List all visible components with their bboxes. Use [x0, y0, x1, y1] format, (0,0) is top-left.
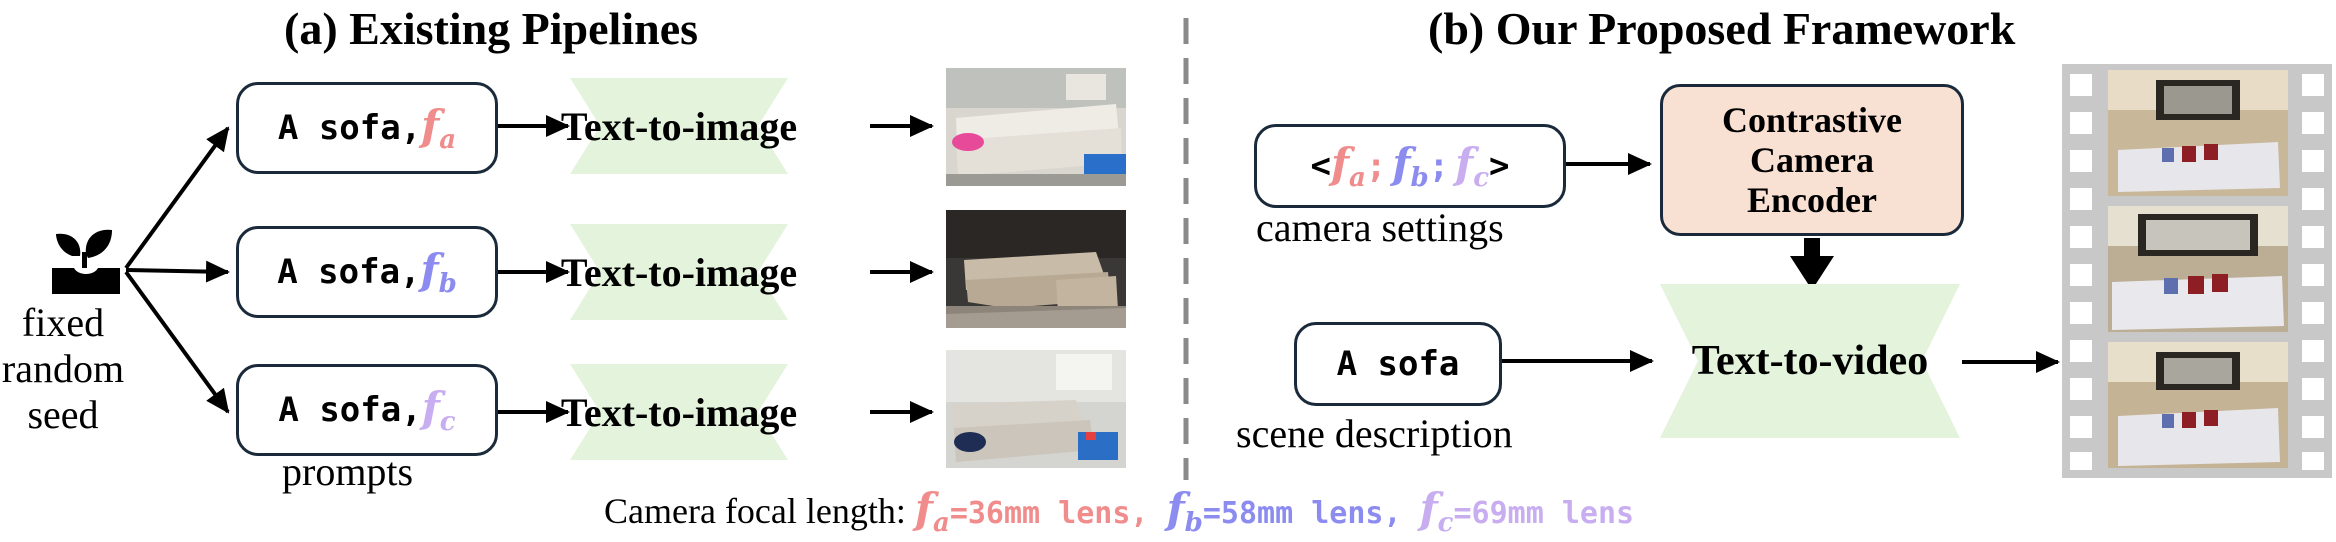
- text-to-image-model-2: Text-to-image: [560, 224, 798, 320]
- video-frame-2: [2108, 206, 2288, 332]
- text-to-image-model-3: Text-to-image: [560, 364, 798, 460]
- scene-description-label: scene description: [1236, 411, 1513, 456]
- legend-focal-c: fc: [1419, 484, 1454, 538]
- seed-label-line-2: random: [1, 346, 125, 391]
- camera-settings-box: < fa; fb; fc >: [1254, 124, 1566, 208]
- legend-focal-a: fa: [914, 484, 950, 538]
- legend-focal-b: fb: [1166, 484, 1203, 538]
- model-label: Text-to-image: [560, 103, 798, 149]
- left-panel-title: (a) Existing Pipelines: [284, 3, 699, 54]
- right-panel-title: (b) Our Proposed Framework: [1428, 3, 2016, 54]
- encoder-line-3: Encoder: [1747, 180, 1877, 220]
- seed-label: fixed random seed: [0, 300, 126, 438]
- prompt-text: A sofa,: [277, 252, 421, 292]
- scene-prompt-box: A sofa: [1294, 322, 1502, 406]
- seed-label-line-3: seed: [27, 392, 99, 437]
- camera-settings-label: camera settings: [1256, 205, 1504, 250]
- focal-length-legend: Camera focal length: fa=36mm lens, fb=58…: [604, 484, 1634, 538]
- model-label: Text-to-video: [1691, 338, 1929, 384]
- video-frame-1: [2108, 70, 2288, 196]
- panel-divider: [1183, 18, 1189, 480]
- video-frame-3: [2108, 342, 2288, 468]
- contrastive-camera-encoder: Contrastive Camera Encoder: [1660, 84, 1964, 236]
- separator: ;: [1365, 146, 1387, 186]
- legend-focal-b-value: =58mm lens,: [1202, 496, 1420, 531]
- focal-c-symbol: fc: [421, 383, 456, 437]
- separator: ;: [1428, 146, 1450, 186]
- camera-focal-c: fc: [1455, 139, 1490, 193]
- legend-focal-a-value: =36mm lens,: [949, 496, 1167, 531]
- legend-prefix: Camera focal length:: [604, 491, 915, 531]
- camera-focal-a: fa: [1330, 139, 1366, 193]
- encoder-line-2: Camera: [1750, 140, 1874, 180]
- prompt-box-a: A sofa, fa: [236, 82, 498, 174]
- bracket-close: >: [1489, 146, 1510, 186]
- model-label: Text-to-image: [560, 249, 798, 295]
- text-to-video-model: Text-to-video: [1660, 284, 1960, 438]
- legend-focal-c-value: =69mm lens: [1453, 496, 1635, 531]
- output-image-2: [946, 210, 1126, 328]
- prompt-text: A sofa,: [277, 108, 422, 148]
- prompt-text: A sofa,: [278, 390, 422, 430]
- focal-b-symbol: fb: [420, 245, 457, 299]
- prompts-label: prompts: [282, 449, 414, 494]
- camera-focal-b: fb: [1392, 139, 1429, 193]
- focal-a-symbol: fa: [421, 101, 457, 155]
- output-image-1: [946, 68, 1126, 186]
- prompt-box-c: A sofa, fc: [236, 364, 498, 456]
- output-image-3: [946, 350, 1126, 468]
- bracket-open: <: [1310, 146, 1331, 186]
- scene-prompt-text: A sofa: [1336, 344, 1460, 384]
- seed-label-line-1: fixed: [21, 300, 105, 345]
- text-to-image-model-1: Text-to-image: [560, 78, 798, 174]
- prompt-box-b: A sofa, fb: [236, 226, 498, 318]
- encoder-line-1: Contrastive: [1722, 100, 1902, 140]
- model-label: Text-to-image: [560, 389, 798, 435]
- film-strip-icon: [2062, 64, 2332, 478]
- seedling-icon: [52, 229, 120, 294]
